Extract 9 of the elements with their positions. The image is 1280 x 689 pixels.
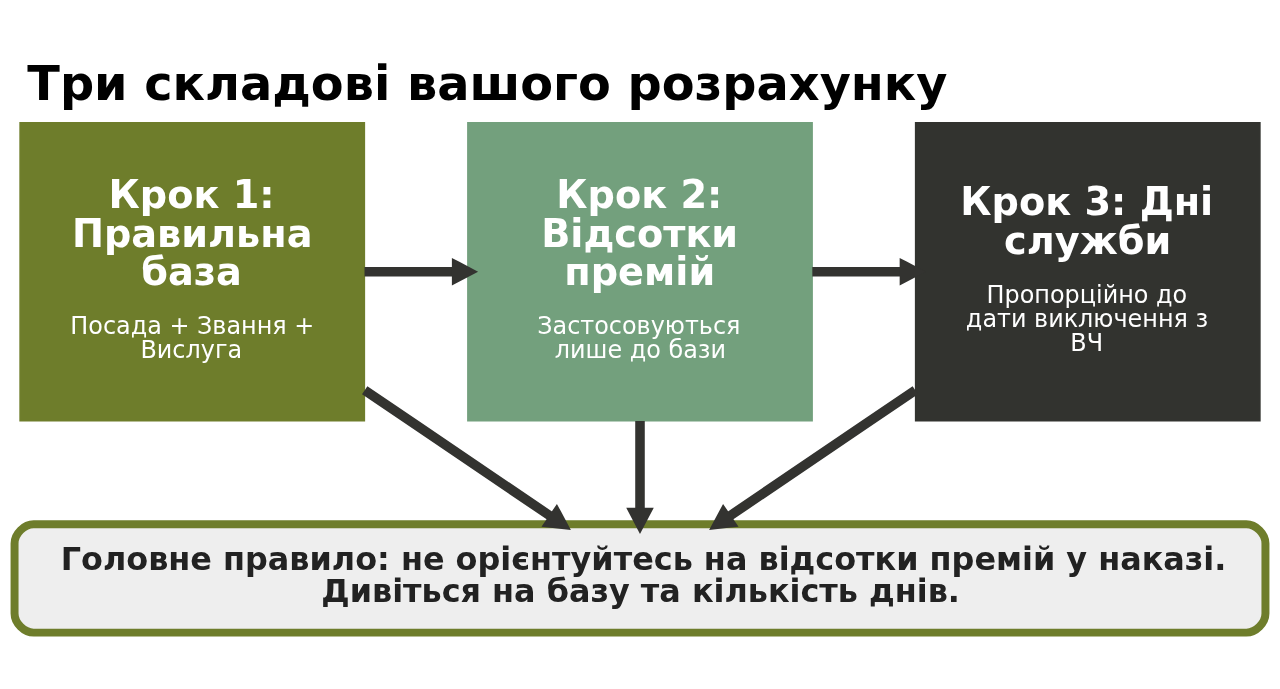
- node-box: Крок 2: Відсотки премій Застосовуються лише до бази: [467, 121, 813, 421]
- node-box: Головне правило: не орієнтуйтесь на відсотки премій у наказі. Дивіться на базу та кількість днів.: [10, 519, 1270, 637]
- node-box: Крок 3: Дні служби Пропорційно до дати виключення з ВЧ: [914, 121, 1261, 421]
- arrow: [364, 257, 479, 285]
- arrow: [362, 385, 571, 530]
- arrow: [626, 420, 654, 534]
- node-box: Крок 1: Правильна база Посада + Звання + Вислуга: [19, 121, 366, 421]
- diagram-title: Три складові вашого розрахунку: [27, 55, 948, 111]
- arrow: [709, 385, 918, 530]
